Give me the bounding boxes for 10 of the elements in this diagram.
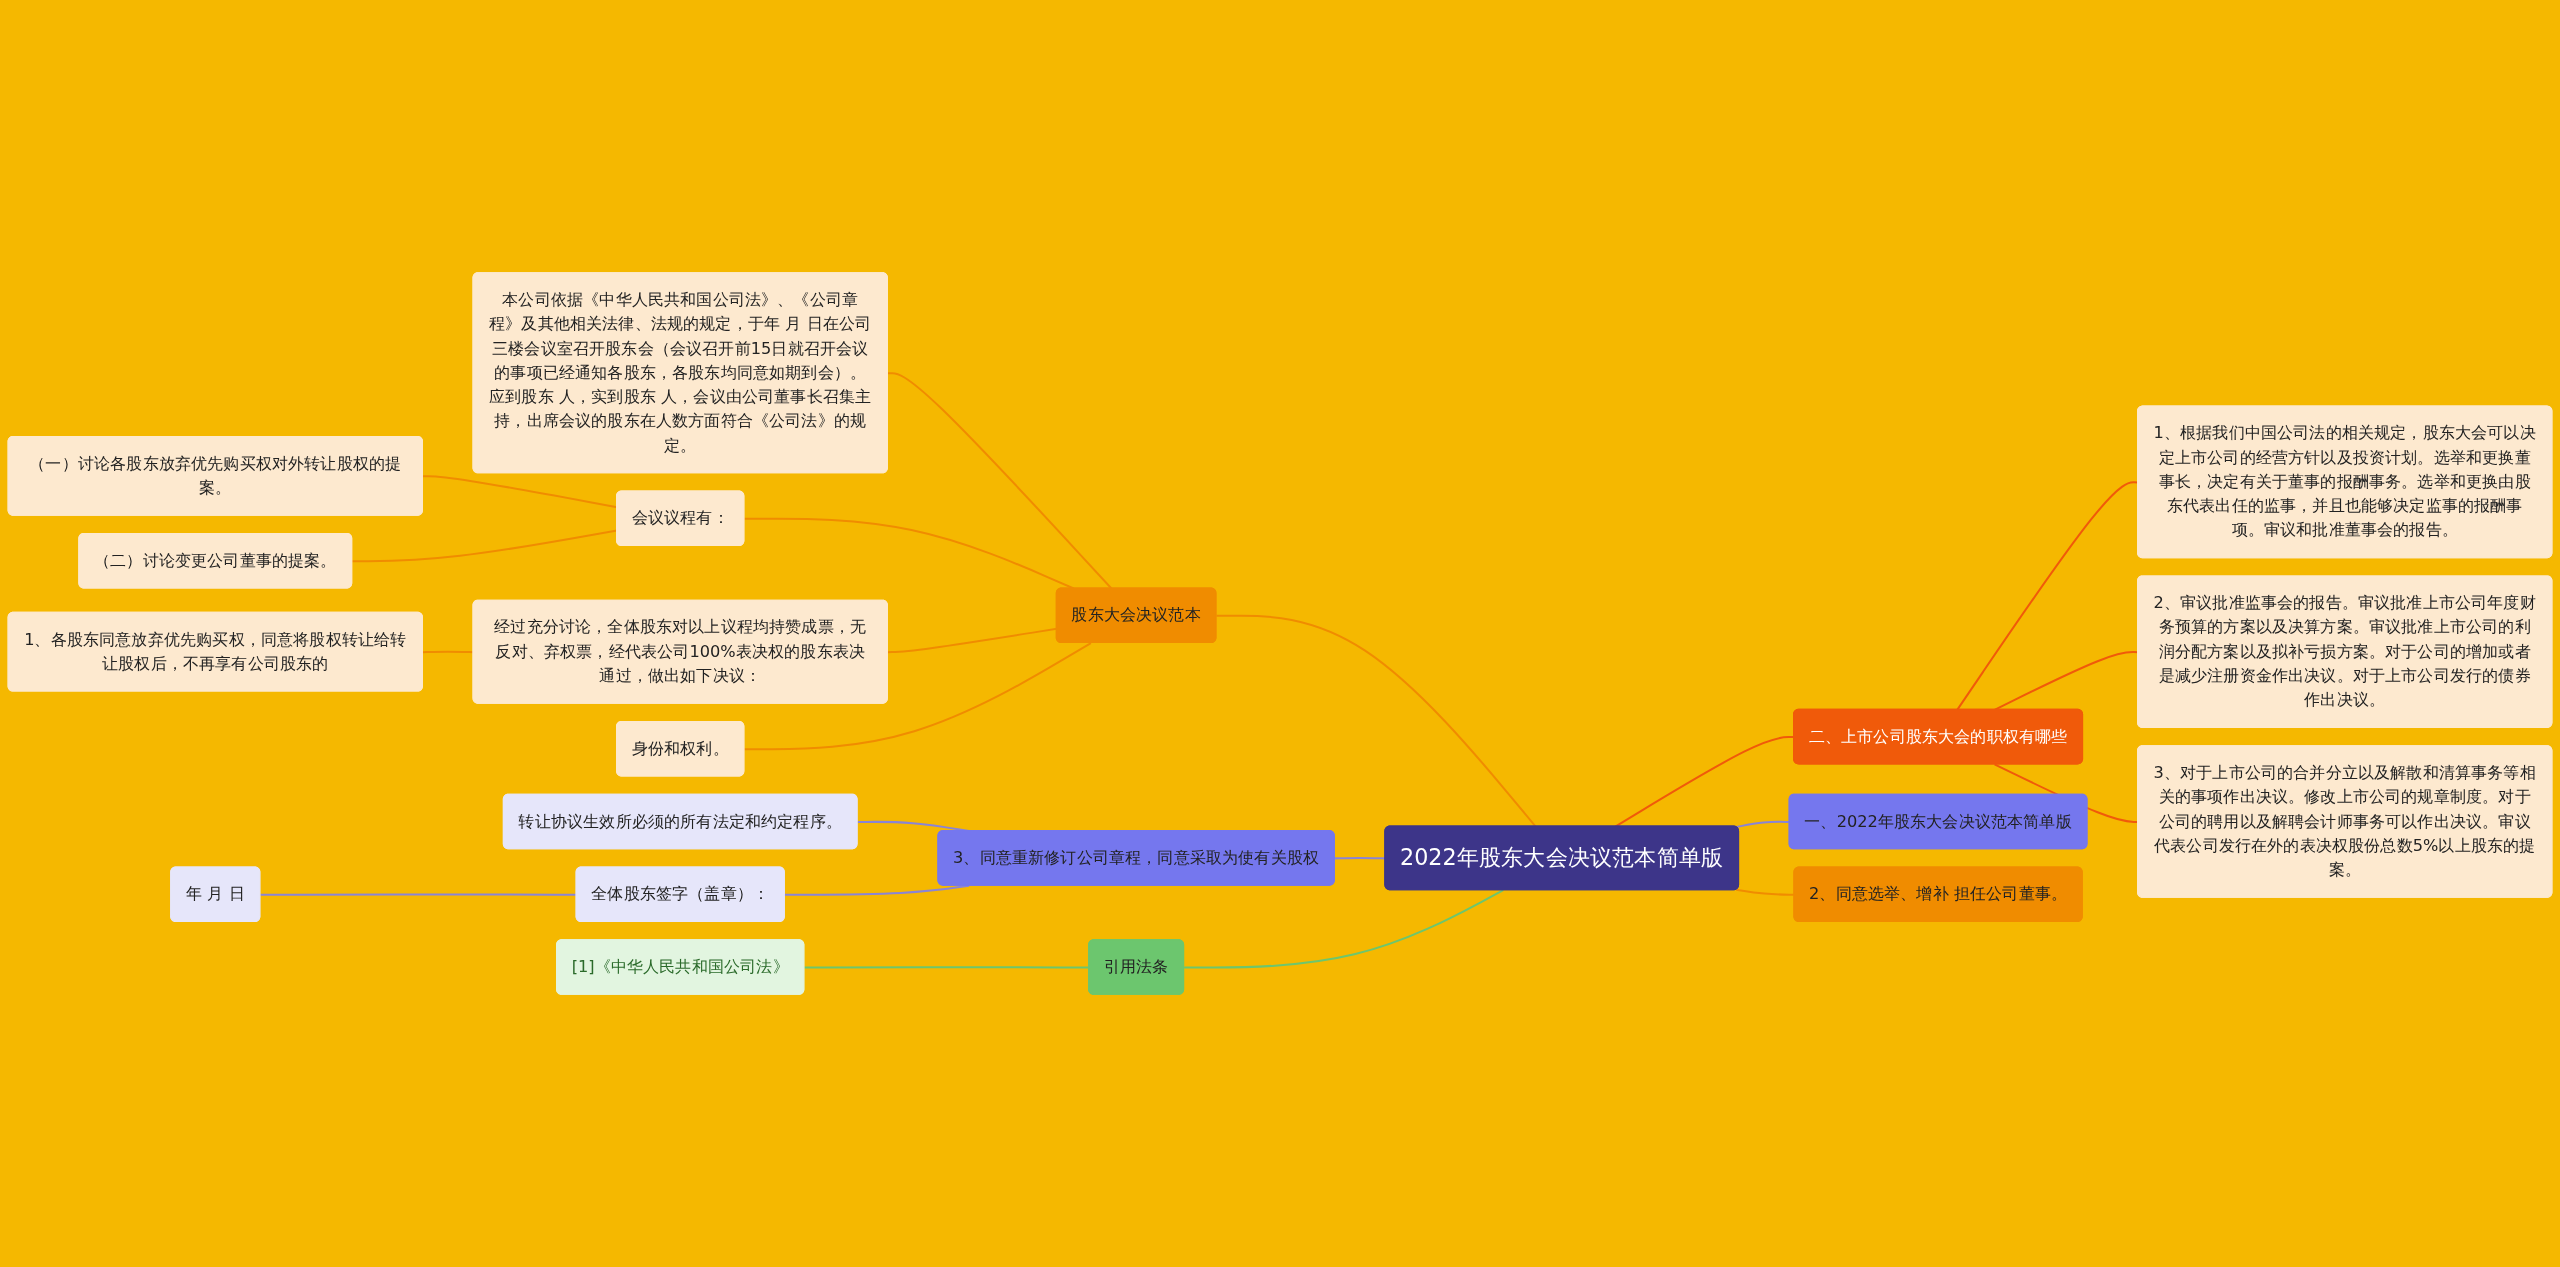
connector <box>744 642 1092 751</box>
connector <box>260 893 577 896</box>
connector <box>887 627 1057 654</box>
connector <box>422 650 474 654</box>
connector <box>1216 614 1537 828</box>
connector <box>744 517 1075 590</box>
connector <box>784 884 970 896</box>
connector <box>887 372 1113 590</box>
connector <box>1736 820 1790 829</box>
connector <box>1184 889 1504 969</box>
